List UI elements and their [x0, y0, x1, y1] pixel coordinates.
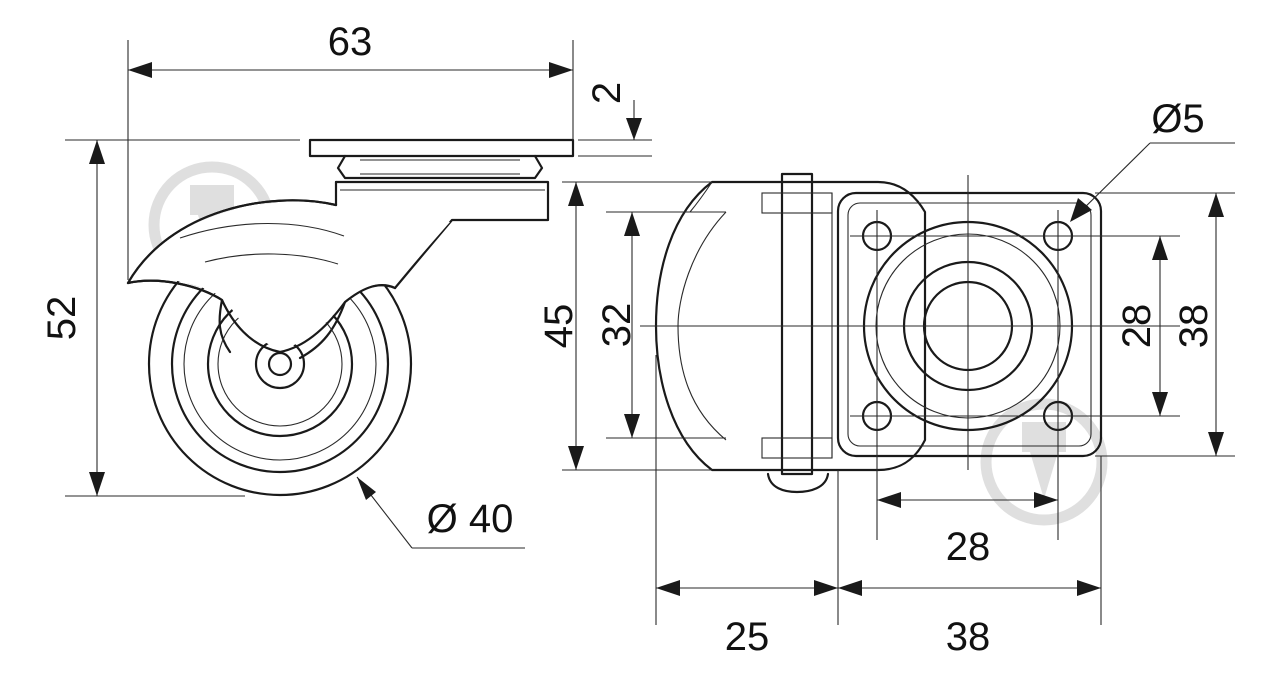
watermark-logo-icon [980, 398, 1108, 526]
dimension-diameter-40: Ø 40 [356, 476, 525, 549]
dim-label-diameter-40: Ø 40 [427, 497, 514, 541]
mounting-plate [308, 138, 575, 158]
dimension-2: 2 [578, 82, 652, 157]
dim-label-25: 25 [725, 615, 770, 659]
dim-label-52: 52 [40, 296, 84, 341]
wheel-bottom [766, 472, 830, 494]
dim-label-63: 63 [328, 20, 373, 64]
dimension-38-horizontal: 38 [838, 456, 1102, 659]
swivel-bearing [336, 154, 544, 180]
dim-label-38-horizontal: 38 [946, 615, 991, 659]
dimension-25: 25 [655, 355, 839, 659]
dimension-diameter-5: Ø5 [1070, 97, 1235, 222]
dimension-52: 52 [40, 139, 300, 497]
fork-body [654, 180, 927, 472]
side-view [126, 138, 575, 497]
dimension-28-vertical: 28 [1115, 236, 1168, 416]
dim-label-28-vertical: 28 [1115, 304, 1159, 349]
dimension-38-vertical: 38 [1095, 192, 1235, 457]
top-view [640, 172, 1180, 540]
dim-label-2: 2 [585, 82, 629, 104]
dimension-63: 63 [127, 20, 574, 280]
dimension-32: 32 [595, 211, 726, 439]
dimension-45: 45 [537, 181, 712, 471]
axle [267, 351, 293, 377]
dim-label-38-vertical: 38 [1172, 304, 1216, 349]
dimension-28-horizontal: 28 [877, 492, 1058, 569]
dim-label-diameter-5: Ø5 [1151, 97, 1204, 141]
dim-label-28-horizontal: 28 [946, 525, 991, 569]
axle-pin [780, 172, 814, 476]
fork-block [334, 180, 550, 290]
dim-label-45: 45 [537, 304, 581, 349]
dim-label-32: 32 [595, 303, 639, 348]
plate-square [836, 191, 1103, 458]
